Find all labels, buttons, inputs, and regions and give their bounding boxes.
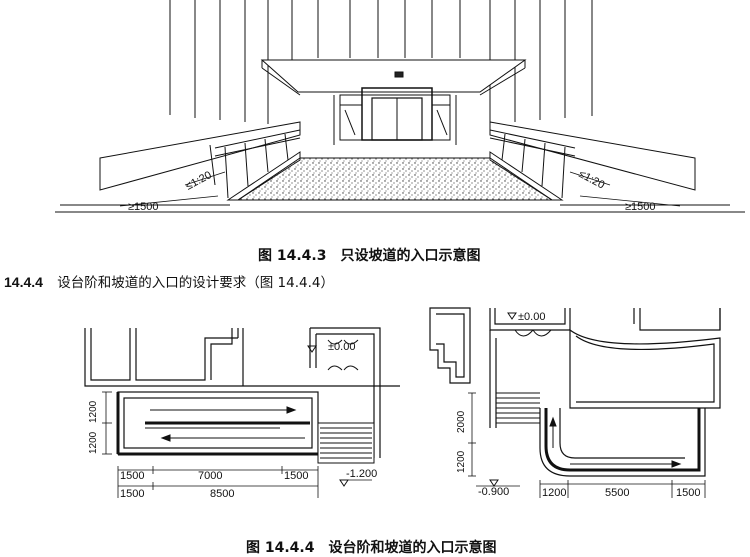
level-label: ±0.00 (328, 341, 355, 353)
level-label: ±0.00 (518, 311, 545, 323)
ramp-direction-arrows (150, 406, 305, 442)
figure-caption-14-4-4: 图 14.4.4 设台阶和坡道的入口示意图 (246, 540, 497, 556)
right-ramp-wall (489, 121, 696, 191)
dim-vertical-lower: 1200 (456, 450, 467, 473)
building-walls (84, 327, 400, 458)
dim-vertical-upper: 2000 (456, 410, 467, 433)
left-ramp-wall (99, 121, 301, 191)
right-railing (489, 129, 576, 199)
level-marker (339, 479, 349, 487)
ramp (116, 391, 319, 456)
dim-row-c: 1500 (676, 487, 700, 499)
dim-row-b: 5500 (605, 487, 629, 499)
slope-label-left: ≤1:20 (184, 169, 214, 192)
u-ramp (539, 408, 706, 477)
steps (317, 422, 375, 464)
dim-row1-a: 1500 (120, 470, 144, 482)
entrance-platform (236, 157, 554, 201)
dim-row-a: 1200 (542, 487, 566, 499)
ramp-direction-arrows (549, 416, 682, 468)
steps (496, 392, 540, 424)
dim-row1-b: 7000 (198, 470, 222, 482)
section-heading: 14.4.4 设台阶和坡道的入口的设计要求（图 14.4.4） (4, 271, 334, 291)
section-text: 设台阶和坡道的入口的设计要求（图 14.4.4） (57, 275, 334, 291)
dim-row2-b: 8500 (210, 488, 234, 500)
level-marker (489, 479, 499, 487)
level-lower-label: -1.200 (346, 468, 377, 480)
slope-label-right: ≤1:20 (577, 168, 607, 191)
figure-caption-14-4-3: 图 14.4.3 只设坡道的入口示意图 (258, 248, 481, 264)
plan-steps-and-ramp-left: ±0.00 1200 1200 1500 7000 1500 1500 8500… (84, 327, 400, 500)
section-number: 14.4.4 (4, 274, 43, 290)
entrance-canopy (260, 59, 527, 96)
vertical-dimension (468, 392, 476, 477)
horizontal-dimensions (117, 466, 319, 498)
dim-vertical-lower: 1200 (88, 431, 99, 454)
width-label-right: ≥1500 (625, 201, 656, 213)
width-label-left: ≥1500 (128, 201, 159, 213)
curved-platform (569, 328, 721, 409)
door-swings (327, 339, 359, 371)
dim-row2-a: 1500 (120, 488, 144, 500)
horizontal-dimensions (539, 480, 706, 498)
level-lower-label: -0.900 (478, 486, 509, 498)
entrance-perspective-drawing: ≤1:20 ≤1:20 ≥1500 ≥1500 (55, 0, 745, 213)
building-walls (429, 307, 721, 428)
plan-steps-and-ramp-right: ±0.00 2000 1200 1200 5500 1500 -0.900 (429, 307, 721, 499)
entrance-doors (333, 87, 457, 145)
dim-row1-c: 1500 (284, 470, 308, 482)
dim-vertical-upper: 1200 (88, 400, 99, 423)
left-railing (214, 129, 301, 199)
vertical-dimension (102, 391, 112, 455)
